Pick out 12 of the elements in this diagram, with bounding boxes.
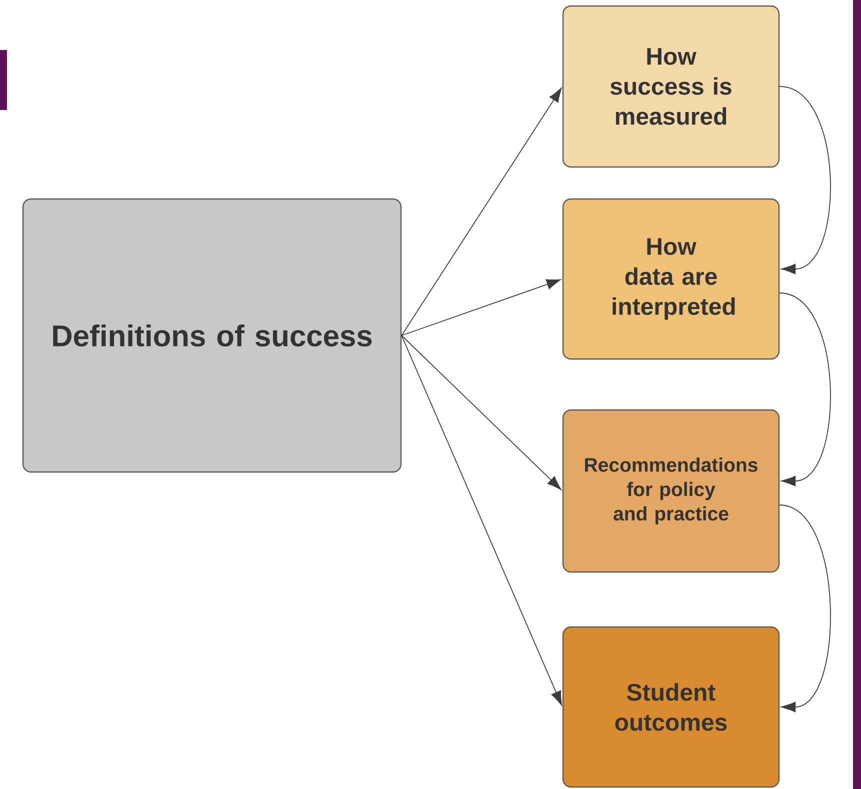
process-box: Recommendations for policy and practice bbox=[562, 409, 780, 573]
arrow bbox=[779, 86, 831, 274]
arrow bbox=[401, 279, 561, 336]
arrow bbox=[401, 335, 562, 490]
process-box: Definitions of success bbox=[22, 198, 402, 473]
process-box: Student outcomes bbox=[562, 626, 780, 788]
process-box: How success is measured bbox=[562, 5, 780, 168]
arrow bbox=[779, 504, 831, 712]
process-box: How data are interpreted bbox=[562, 198, 780, 360]
arrow bbox=[401, 88, 562, 336]
arrow bbox=[401, 335, 562, 706]
arrow bbox=[779, 292, 831, 486]
